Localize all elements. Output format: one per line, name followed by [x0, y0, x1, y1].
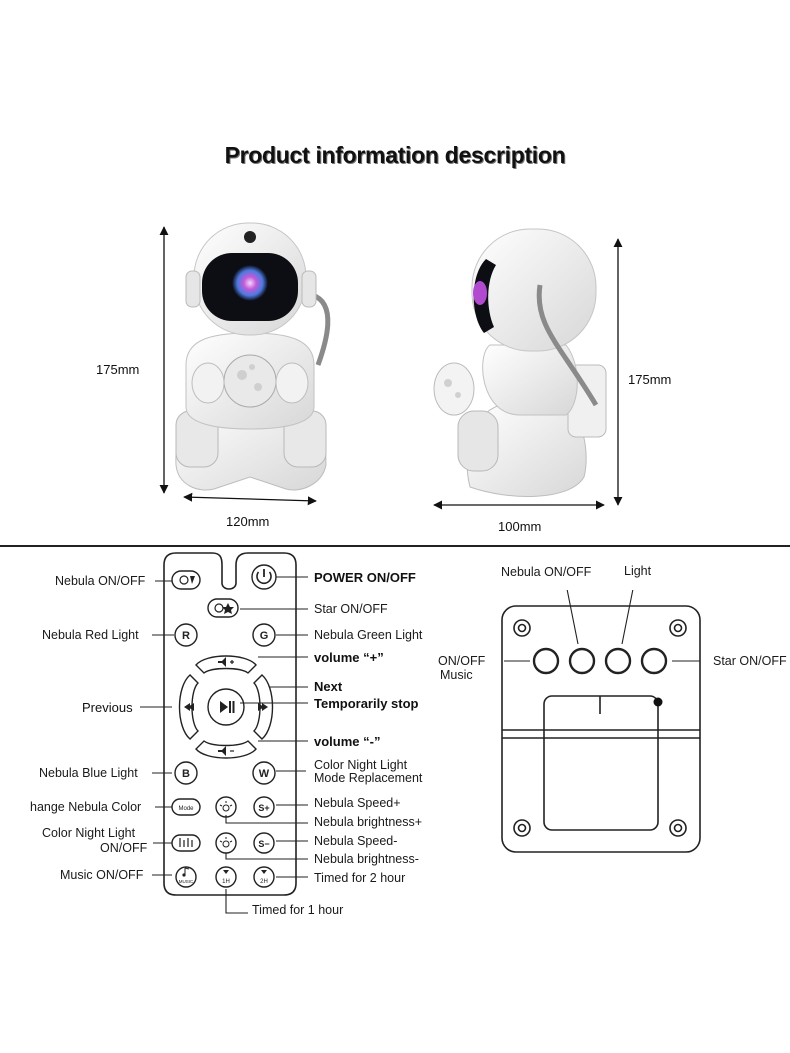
blue-light-button[interactable]	[174, 761, 198, 785]
dimension-drawings	[159, 222, 623, 510]
label-change-nebula-color: hange Nebula Color	[30, 800, 142, 814]
key-s-minus: S−	[258, 839, 269, 849]
volume-up-icon	[218, 657, 226, 667]
label-mode-replace-2: Mode Replacement	[314, 771, 423, 785]
device-indicator-dot	[653, 697, 663, 707]
play-pause-button[interactable]	[207, 688, 245, 726]
timer-2h-button[interactable]	[253, 866, 275, 888]
night-light-icon	[179, 838, 193, 847]
label-power: POWER ON/OFF	[314, 570, 416, 585]
mode-button[interactable]	[171, 798, 201, 816]
volume-up-button[interactable]	[195, 655, 257, 674]
key-music: MUSIC	[179, 879, 194, 884]
side-height-label: 175mm	[628, 372, 672, 387]
label-nebula-blue: Nebula Blue Light	[39, 766, 138, 780]
key-r: R	[182, 630, 190, 642]
music-button[interactable]	[175, 866, 197, 888]
speed-down-button[interactable]	[253, 832, 275, 854]
label-bright-plus: Nebula brightness+	[314, 815, 423, 829]
timer-1h-icon	[223, 870, 229, 874]
previous-icon	[182, 703, 194, 711]
label-previous: Previous	[82, 700, 133, 715]
front-height-label: 175mm	[96, 362, 140, 377]
key-s-plus: S+	[258, 803, 269, 813]
color-mode-button[interactable]	[252, 761, 276, 785]
label-volume-minus: volume “-”	[314, 734, 381, 749]
device-back-diagram	[501, 590, 701, 853]
device-label-onoff: ON/OFF	[438, 654, 486, 668]
key-1h: 1H	[222, 879, 230, 885]
nebula-onoff-button[interactable]	[171, 570, 201, 590]
device-star-button[interactable]	[640, 647, 668, 675]
device-back-outline	[501, 605, 701, 853]
front-width-label: 120mm	[226, 514, 270, 529]
label-star: Star ON/OFF	[314, 602, 388, 616]
music-note-icon	[184, 867, 190, 875]
screw-top-left	[513, 619, 531, 637]
brightness-down-icon	[222, 840, 230, 848]
label-color-night-light-1: Color Night Light	[42, 826, 136, 840]
label-bright-minus: Nebula brightness-	[314, 852, 419, 866]
remote-outline	[163, 552, 297, 896]
label-speed-plus: Nebula Speed+	[314, 796, 401, 810]
power-button[interactable]	[251, 564, 277, 590]
device-nebula-button[interactable]	[568, 647, 596, 675]
timer-1h-button[interactable]	[215, 866, 237, 888]
speed-up-button[interactable]	[253, 796, 275, 818]
label-volume-plus: volume “+”	[314, 650, 384, 665]
screw-bottom-right	[669, 819, 687, 837]
key-2h: 2H	[260, 879, 268, 885]
next-icon	[258, 703, 270, 711]
screw-top-right	[669, 619, 687, 637]
device-label-music: Music	[440, 668, 473, 682]
brightness-up-button[interactable]	[215, 796, 237, 818]
green-light-button[interactable]	[252, 623, 276, 647]
previous-button[interactable]	[178, 674, 199, 740]
label-music-onoff: Music ON/OFF	[60, 868, 144, 882]
astronaut-front-illustration	[175, 222, 331, 491]
device-light-button[interactable]	[604, 647, 632, 675]
device-label-light: Light	[624, 564, 652, 578]
brightness-up-icon	[222, 804, 230, 812]
astronaut-side-illustration	[433, 228, 607, 497]
brightness-down-button[interactable]	[215, 832, 237, 854]
front-width-line	[183, 492, 317, 506]
label-timer-1h: Timed for 1 hour	[252, 903, 344, 917]
device-speaker-box	[543, 695, 659, 831]
label-mode-replace-1: Color Night Light	[314, 758, 408, 772]
play-pause-icon	[220, 701, 228, 713]
star-onoff-button[interactable]	[207, 598, 239, 618]
label-timer-2h: Timed for 2 hour	[314, 871, 406, 885]
label-color-night-light-2: ON/OFF	[100, 841, 148, 855]
night-light-button[interactable]	[171, 834, 201, 852]
side-depth-label: 100mm	[498, 519, 542, 534]
red-light-button[interactable]	[174, 623, 198, 647]
volume-down-button[interactable]	[195, 740, 257, 759]
device-label-star: Star ON/OFF	[713, 654, 787, 668]
volume-down-icon	[218, 746, 226, 756]
remote-diagram: R G B W S+ S− Mode MUSIC 1H 2H	[140, 552, 308, 914]
screw-bottom-left	[513, 819, 531, 837]
label-next: Next	[314, 679, 343, 694]
label-nebula-onoff: Nebula ON/OFF	[55, 574, 146, 588]
page-title: Product information description	[224, 142, 566, 168]
label-nebula-red: Nebula Red Light	[42, 628, 139, 642]
nebula-icon	[179, 575, 189, 585]
section-divider	[0, 545, 790, 547]
next-button[interactable]	[253, 674, 274, 740]
key-w: W	[259, 768, 270, 780]
label-nebula-green: Nebula Green Light	[314, 628, 423, 642]
label-pause: Temporarily stop	[314, 696, 419, 711]
key-b: B	[182, 768, 190, 780]
device-music-button[interactable]	[532, 647, 560, 675]
device-label-nebula: Nebula ON/OFF	[501, 565, 592, 579]
label-speed-minus: Nebula Speed-	[314, 834, 398, 848]
star-icon	[214, 603, 224, 613]
key-mode: Mode	[178, 806, 194, 812]
timer-2h-icon	[261, 870, 267, 874]
key-g: G	[260, 630, 269, 642]
